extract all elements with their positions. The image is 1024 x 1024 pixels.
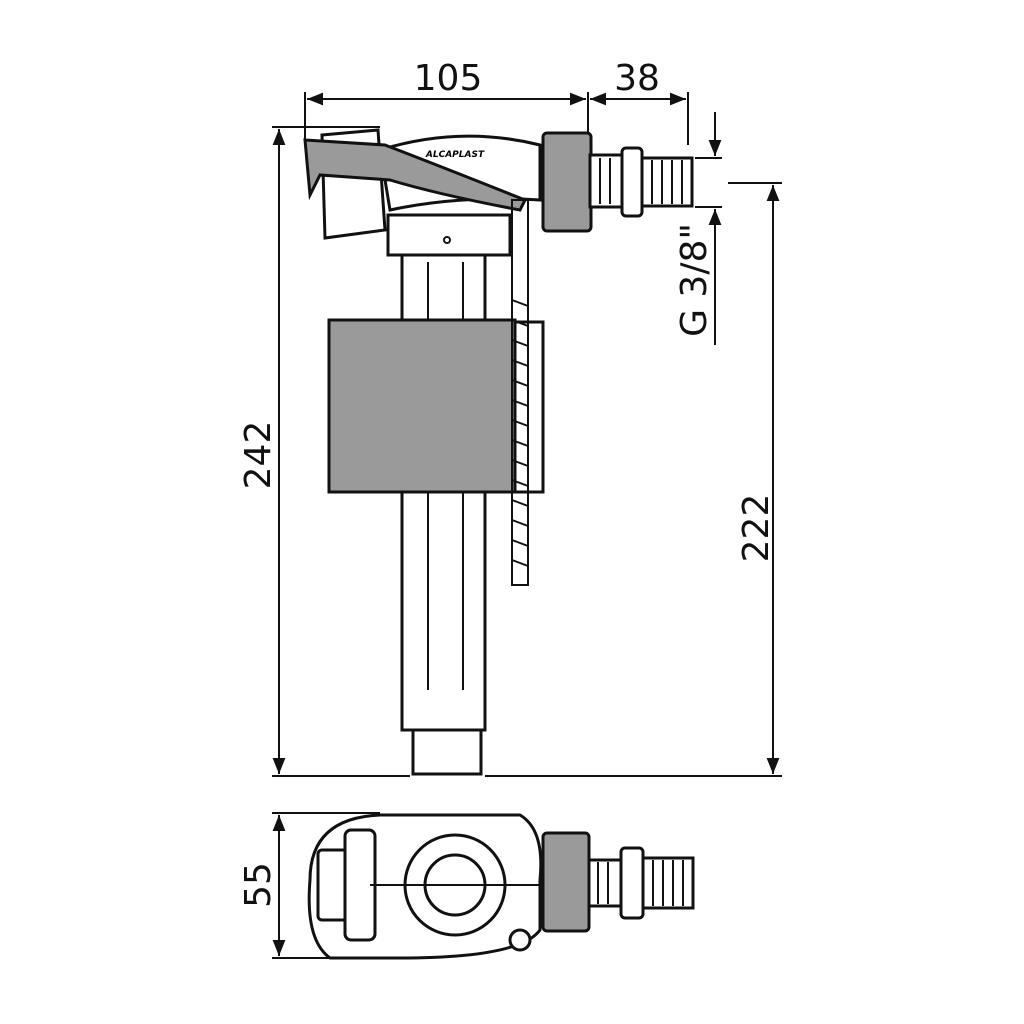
inlet-washer (620, 146, 644, 218)
dimension-label-55: 55 (238, 862, 279, 908)
inlet-nut (541, 131, 593, 233)
dimension-label-242: 242 (238, 421, 279, 490)
valve-side-view: ALCAPLAST (303, 128, 694, 776)
adjust-rod (511, 199, 529, 586)
dimension-label-222: 222 (736, 494, 777, 563)
float-cup (327, 318, 517, 494)
dimension-label-105: 105 (414, 58, 483, 99)
inlet-thread-inner (588, 153, 624, 209)
dimension-thread: G 3/8" (674, 112, 722, 345)
float-arm (303, 138, 528, 212)
logo: ALCAPLAST (425, 150, 485, 160)
dimension-label-38: 38 (614, 58, 660, 99)
dimension-label-thread: G 3/8" (674, 223, 715, 337)
valve-top-view (307, 813, 695, 960)
valve-base (411, 728, 483, 776)
valve-cap (386, 213, 512, 257)
dimension-55: 55 (238, 812, 380, 959)
dimension-242: 242 (238, 126, 410, 777)
dimension-105: 105 (304, 58, 589, 140)
inlet-thread (640, 156, 694, 208)
dimension-222: 222 (485, 182, 782, 777)
top-inlet-nut (541, 831, 591, 933)
dimension-38: 38 (590, 58, 689, 145)
